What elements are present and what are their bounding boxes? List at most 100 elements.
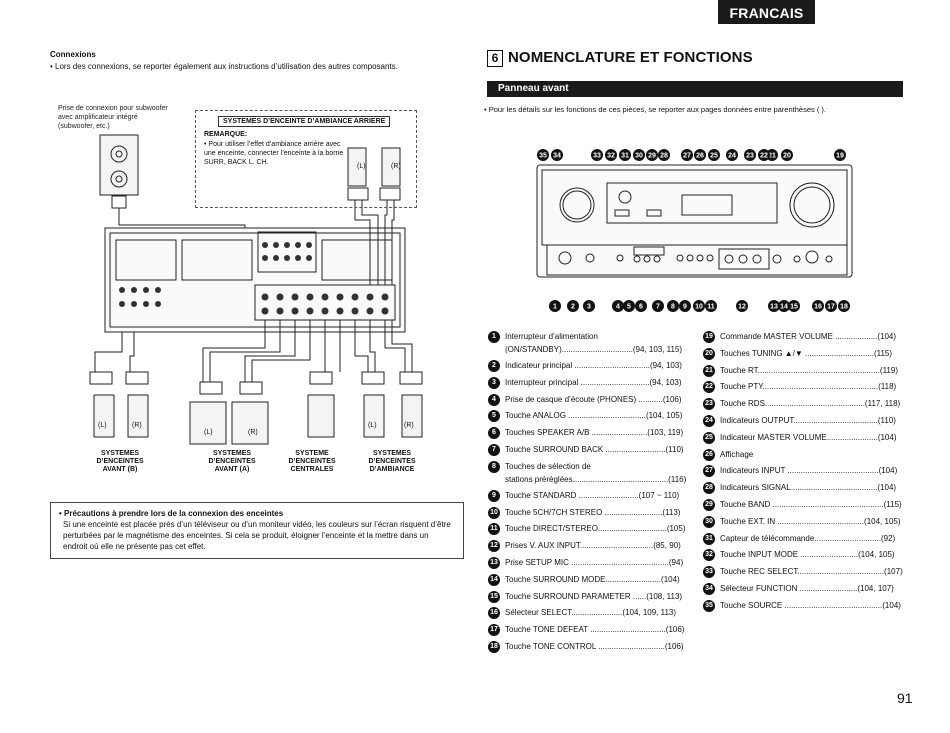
item-text: Touche BAND ............................… bbox=[720, 500, 902, 509]
callout-badge bbox=[667, 300, 679, 312]
connection-diagram bbox=[89, 134, 423, 445]
callout-label: 19 bbox=[836, 153, 844, 160]
precaution-title: • Précautions à prendre lors de la conne… bbox=[59, 509, 284, 518]
callout-label: 26 bbox=[696, 153, 704, 160]
callout-label: 5 bbox=[627, 304, 631, 311]
callout-badge bbox=[838, 300, 850, 312]
item-number-badge: 10 bbox=[488, 506, 500, 519]
callout-label: 21 bbox=[768, 153, 776, 160]
callout-label: 9 bbox=[683, 304, 687, 311]
item-number-badge: 18 bbox=[488, 641, 500, 653]
callout-badge bbox=[788, 300, 800, 312]
item-text: Capteur de télécommande.................… bbox=[720, 533, 896, 543]
item-text: Commande MASTER VOLUME .................… bbox=[720, 332, 897, 341]
callout-badge bbox=[768, 300, 780, 312]
item-number-badge: 35 bbox=[703, 599, 715, 612]
item-text: Touche 5CH/7CH STEREO ..................… bbox=[505, 507, 681, 517]
subwoofer-label: Prise de connexion pour subwoofer avec a… bbox=[58, 105, 168, 130]
list-item: 31 Capteur de télécommande...............… bbox=[703, 532, 895, 545]
callout-label: 11 bbox=[707, 304, 715, 311]
panel-note: • Pour les détails sur les fonctions de … bbox=[484, 105, 826, 114]
item-number-badge: 28 bbox=[703, 482, 715, 495]
callout-label: 6 bbox=[639, 304, 643, 311]
item-number-badge: 7 bbox=[488, 444, 500, 456]
section-title: NOMENCLATURE ET FONCTIONS bbox=[508, 49, 753, 66]
item-text: Touche EXT. IN .........................… bbox=[720, 516, 901, 526]
callout-badge bbox=[658, 149, 670, 161]
items-list-left: 1 Interrupteur d’alimentation (ON/STANDBY… bbox=[488, 330, 688, 660]
item-number-badge: 33 bbox=[703, 566, 715, 579]
item-number-badge: 15 bbox=[488, 590, 500, 603]
item-text: Interrupteur d’alimentation (ON/STANDBY)… bbox=[505, 332, 683, 354]
remark-text: • Pour utiliser l’effet d’ambiance arriè… bbox=[204, 141, 344, 166]
callout-label: 22 bbox=[760, 153, 768, 160]
rear-l-label: (L) bbox=[357, 163, 366, 170]
item-number-badge: 21 bbox=[703, 364, 715, 377]
callout-label: 16 bbox=[814, 304, 822, 311]
item-text: Touche TONE CONTROL ....................… bbox=[505, 642, 684, 651]
callout-badge bbox=[646, 149, 658, 161]
section-number: 6 bbox=[487, 50, 503, 67]
list-item: 1 Interrupteur d’alimentation (ON/STANDBY… bbox=[488, 330, 682, 356]
callout-badge bbox=[679, 300, 691, 312]
callout-badge bbox=[605, 149, 617, 161]
callout-label: 1 bbox=[553, 304, 557, 311]
item-text: Touche INPUT MODE ......................… bbox=[720, 550, 895, 560]
rear-r-label: (R) bbox=[391, 163, 401, 170]
item-text: Indicateurs OUTPUT......................… bbox=[720, 416, 896, 425]
item-text: Touche SURROUND BACK ...................… bbox=[505, 445, 684, 454]
item-text: Affichage bbox=[720, 449, 754, 459]
front-a-r-label: (R) bbox=[248, 429, 258, 436]
item-text: Sélecteur SELECT.......................(… bbox=[505, 608, 677, 618]
language-tab: FRANCAIS bbox=[718, 0, 815, 24]
front-b-l-label: (L) bbox=[98, 422, 107, 429]
item-number-badge: 1 bbox=[488, 331, 500, 343]
item-text: Touche DIRECT/STEREO....................… bbox=[505, 524, 686, 534]
callout-label: 29 bbox=[648, 153, 656, 160]
callout-label: 12 bbox=[738, 304, 746, 311]
subsection-bar: Panneau avant bbox=[487, 81, 903, 97]
callout-label: 8 bbox=[671, 304, 675, 311]
callout-badge bbox=[681, 149, 693, 161]
callout-label: 24 bbox=[728, 153, 736, 160]
callout-badge bbox=[612, 300, 624, 312]
callout-badge bbox=[619, 149, 631, 161]
list-item: 21 Touche RT.............................… bbox=[703, 364, 898, 377]
item-number-badge: 31 bbox=[703, 532, 715, 545]
item-number-badge: 3 bbox=[488, 376, 500, 389]
item-text: Touche STANDARD ........................… bbox=[505, 490, 680, 500]
callout-badge bbox=[633, 149, 645, 161]
remark-title: REMARQUE: bbox=[204, 131, 248, 138]
list-item: 10 Touche 5CH/7CH STEREO ................… bbox=[488, 506, 680, 519]
callout-label: 35 bbox=[539, 153, 547, 160]
callout-badge bbox=[825, 300, 837, 312]
callout-label: 20 bbox=[783, 153, 791, 160]
item-number-badge: 8 bbox=[488, 460, 500, 473]
item-text: Touche RT...............................… bbox=[720, 365, 898, 375]
callout-label: 14 bbox=[780, 304, 788, 311]
precaution-box: • Précautions à prendre lors de la conne… bbox=[50, 502, 464, 559]
item-text: Indicateurs INPUT ......................… bbox=[720, 466, 898, 476]
callout-label: 31 bbox=[621, 153, 629, 160]
item-number-badge: 13 bbox=[488, 557, 500, 569]
item-text: Interrupteur principal .................… bbox=[505, 377, 682, 387]
callout-badge bbox=[736, 300, 748, 312]
item-number-badge: 24 bbox=[703, 415, 715, 427]
item-number-badge: 32 bbox=[703, 549, 715, 562]
callout-label: 34 bbox=[553, 153, 561, 160]
item-number-badge: 23 bbox=[703, 398, 715, 411]
callout-label: 2 bbox=[571, 304, 575, 311]
center-caption: SYSTEME D’ENCEINTES CENTRALES bbox=[288, 450, 336, 473]
connections-text: • Lors des connexions, se reporter égale… bbox=[50, 62, 398, 71]
callout-label: 23 bbox=[746, 153, 754, 160]
callout-badge bbox=[834, 149, 846, 161]
